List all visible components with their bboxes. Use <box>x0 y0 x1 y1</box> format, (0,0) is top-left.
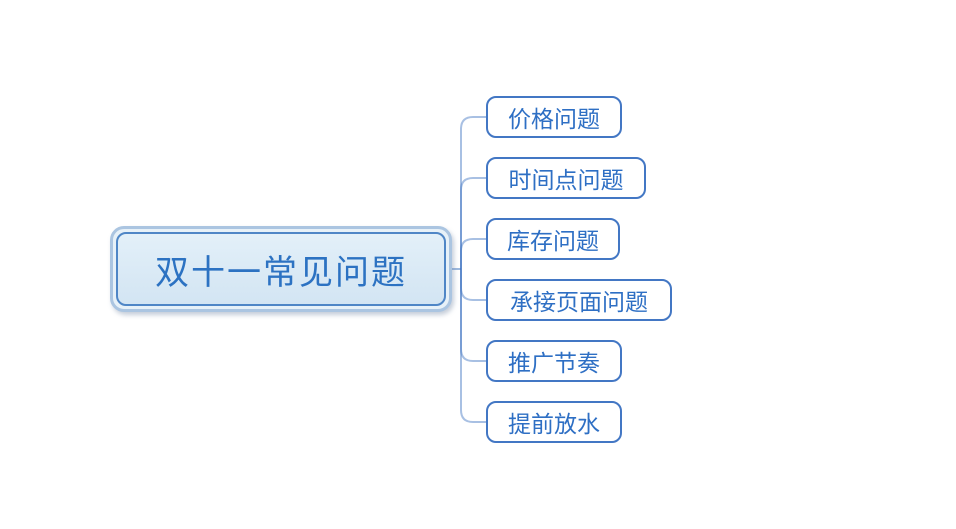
central-topic[interactable]: 双十一常见问题 <box>110 226 452 312</box>
connector-branch-2 <box>460 177 487 269</box>
topic-label: 库存问题 <box>507 229 599 255</box>
topic-label: 价格问题 <box>508 107 600 133</box>
topic-price-issue[interactable]: 价格问题 <box>486 96 622 138</box>
topic-label: 承接页面问题 <box>510 290 648 316</box>
topic-label: 推广节奏 <box>508 351 600 377</box>
connector-branch-5 <box>460 269 487 362</box>
connector-branch-1 <box>460 116 487 269</box>
central-topic-label: 双十一常见问题 <box>155 252 407 293</box>
topic-inventory-issue[interactable]: 库存问题 <box>486 218 620 260</box>
connector-branch-3 <box>460 238 487 269</box>
connector-branch-4 <box>460 269 487 301</box>
topic-label: 提前放水 <box>508 412 600 438</box>
topic-landing-page-issue[interactable]: 承接页面问题 <box>486 279 672 321</box>
topic-promotion-rhythm[interactable]: 推广节奏 <box>486 340 622 382</box>
topic-label: 时间点问题 <box>508 168 624 194</box>
topic-timing-issue[interactable]: 时间点问题 <box>486 157 646 199</box>
connector-branch-6 <box>460 269 487 423</box>
topic-early-release[interactable]: 提前放水 <box>486 401 622 443</box>
central-topic-body: 双十一常见问题 <box>116 232 446 306</box>
